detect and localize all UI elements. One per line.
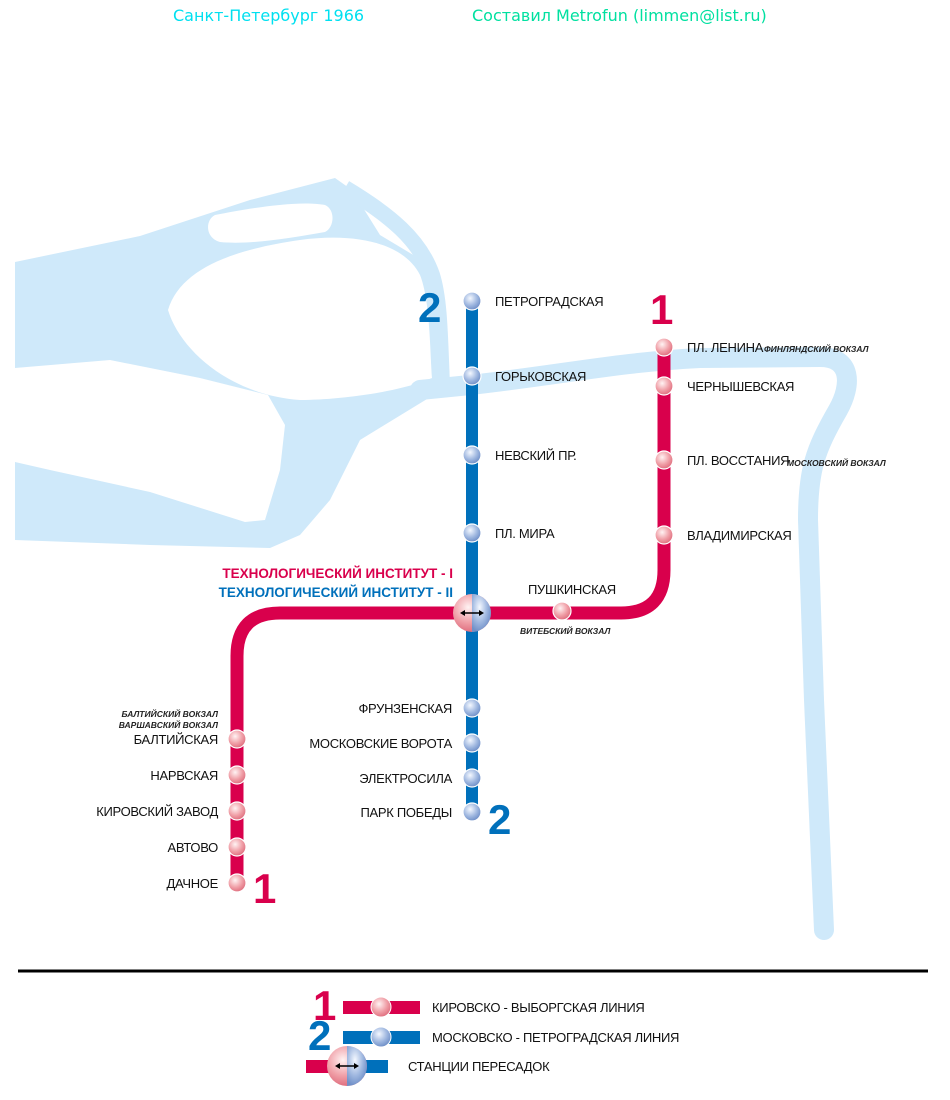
legend: 1 КИРОВСКО - ВЫБОРГСКАЯ ЛИНИЯ 2 МОСКОВСК… xyxy=(306,982,679,1086)
map-credit: Составил Metrofun (limmen@list.ru) xyxy=(472,6,767,25)
station-marker[interactable] xyxy=(654,450,674,470)
rail-note-moskovsky: МОСКОВСКИЙ ВОКЗАЛ xyxy=(787,457,886,468)
station-label[interactable]: ПУШКИНСКАЯ xyxy=(528,582,616,597)
water xyxy=(15,178,857,940)
legend-transfer-label: СТАНЦИИ ПЕРЕСАДОК xyxy=(408,1059,550,1074)
line-1-number-south: 1 xyxy=(253,865,276,912)
station-marker[interactable] xyxy=(227,801,247,821)
station-marker[interactable] xyxy=(552,601,572,621)
island-vasilievsky xyxy=(15,360,285,522)
legend-line2-label: МОСКОВСКО - ПЕТРОГРАДСКАЯ ЛИНИЯ xyxy=(432,1030,679,1045)
island-small xyxy=(208,203,333,243)
station-label[interactable]: ФРУНЗЕНСКАЯ xyxy=(358,701,452,716)
river-nevka xyxy=(340,181,450,386)
station-marker[interactable] xyxy=(462,802,482,822)
station-marker[interactable] xyxy=(654,337,674,357)
legend-line1-label: КИРОВСКО - ВЫБОРГСКАЯ ЛИНИЯ xyxy=(432,1000,644,1015)
station-marker[interactable] xyxy=(227,837,247,857)
rail-note-baltiysky: БАЛТИЙСКИЙ ВОКЗАЛ xyxy=(122,708,219,719)
station-label[interactable]: ЭЛЕКТРОСИЛА xyxy=(359,771,453,786)
station-marker[interactable] xyxy=(654,525,674,545)
station-label[interactable]: НАРВСКАЯ xyxy=(150,768,218,783)
island-petrogradsky xyxy=(168,237,432,400)
rail-note-vitebsky: ВИТЕБСКИЙ ВОКЗАЛ xyxy=(520,625,610,636)
interchange-technologichesky-institut[interactable] xyxy=(453,594,491,632)
rail-note-finlyandsky: ФИНЛЯНДСКИЙ ВОКЗАЛ xyxy=(764,343,869,354)
transfer-arrow-icon xyxy=(460,610,484,616)
line-2-number-north: 2 xyxy=(418,284,441,331)
station-label[interactable]: ПЕТРОГРАДСКАЯ xyxy=(495,294,604,309)
station-marker[interactable] xyxy=(462,445,482,465)
line-2-number-south: 2 xyxy=(488,796,511,843)
interchange-label-line2: ТЕХНОЛОГИЧЕСКИЙ ИНСТИТУТ - II xyxy=(219,585,453,600)
station-marker[interactable] xyxy=(654,376,674,396)
legend-transfer-arrow-icon xyxy=(335,1063,359,1069)
legend-line2-number: 2 xyxy=(308,1012,331,1059)
station-label[interactable]: АВТОВО xyxy=(168,840,219,855)
station-marker[interactable] xyxy=(227,765,247,785)
legend-line1-station-icon xyxy=(370,996,392,1018)
station-label[interactable]: ПЛ. ВОССТАНИЯ xyxy=(687,453,790,468)
station-label[interactable]: ПЛ. МИРА xyxy=(495,526,555,541)
station-label[interactable]: БАЛТИЙСКАЯ xyxy=(134,732,219,747)
line-1-track xyxy=(230,347,671,883)
station-label[interactable]: ПЛ. ЛЕНИНА xyxy=(687,340,764,355)
station-marker[interactable] xyxy=(227,873,247,893)
station-marker[interactable] xyxy=(462,733,482,753)
station-marker[interactable] xyxy=(462,366,482,386)
river-neva xyxy=(410,346,857,940)
station-label[interactable]: ПАРК ПОБЕДЫ xyxy=(360,805,452,820)
station-marker[interactable] xyxy=(462,768,482,788)
station-label[interactable]: НЕВСКИЙ ПР. xyxy=(495,448,577,463)
interchange-label-line1: ТЕХНОЛОГИЧЕСКИЙ ИНСТИТУТ - I xyxy=(222,566,453,581)
legend-line2-station-icon xyxy=(370,1026,392,1048)
station-label[interactable]: ГОРЬКОВСКАЯ xyxy=(495,369,586,384)
map-title: Санкт-Петербург 1966 xyxy=(173,6,365,25)
station-label[interactable]: ВЛАДИМИРСКАЯ xyxy=(687,528,792,543)
station-label[interactable]: КИРОВСКИЙ ЗАВОД xyxy=(96,804,219,819)
station-label[interactable]: ДАЧНОЕ xyxy=(167,876,219,891)
station-label[interactable]: МОСКОВСКИЕ ВОРОТА xyxy=(309,736,453,751)
station-marker[interactable] xyxy=(462,523,482,543)
station-marker[interactable] xyxy=(462,291,482,311)
station-marker[interactable] xyxy=(227,729,247,749)
station-marker[interactable] xyxy=(462,698,482,718)
line-1-number-north: 1 xyxy=(650,286,673,333)
legend-line1-number: 1 xyxy=(313,982,336,1029)
rail-note-varshavsky: ВАРШАВСКИЙ ВОКЗАЛ xyxy=(119,719,218,730)
station-label[interactable]: ЧЕРНЫШЕВСКАЯ xyxy=(687,379,794,394)
